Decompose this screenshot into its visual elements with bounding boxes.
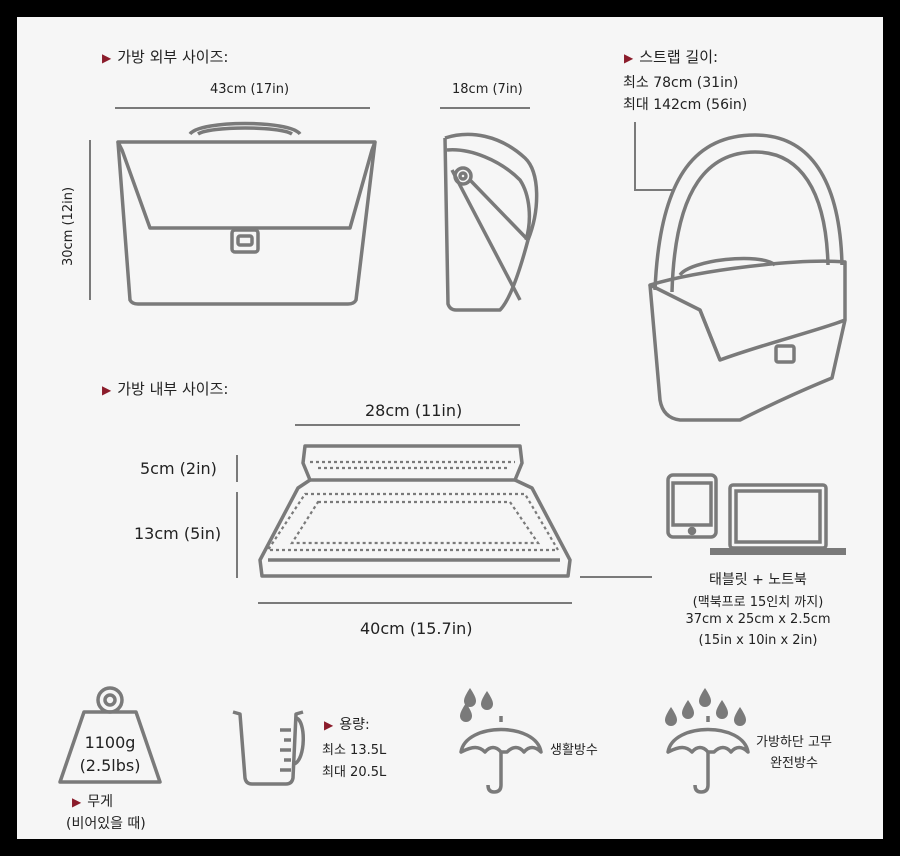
exterior-size-heading: ▶가방 외부 사이즈: [102,48,229,66]
rain-drops-icon [460,688,493,722]
device-fit-line-2: (맥북프로 15인치 까지) [692,595,824,610]
exterior-depth-label: 18cm (7in) [452,82,523,97]
bullet-triangle-icon: ▶ [72,795,82,809]
interior-top-height-label: 5cm (2in) [140,459,217,478]
capacity-min: 최소 13.5L [322,743,387,758]
capacity-max: 최대 20.5L [322,765,387,780]
bag-with-strap-drawing [648,133,847,422]
device-fit-line-3: 37cm x 25cm x 2.5cm [685,612,831,627]
umbrella-icon [459,716,543,794]
measuring-cup-icon [232,710,305,786]
capacity-heading: ▶용량: [324,717,370,733]
weight-value-lbs: (2.5lbs) [79,756,141,775]
tablet-laptop-drawing [666,473,846,555]
interior-bottom-width-label: 40cm (15.7in) [360,619,473,638]
weight-value: 1100g [84,733,136,752]
strap-min-length: 최소 78cm (31in) [623,75,739,91]
bag-front-drawing [116,121,377,306]
weight-heading: ▶무게 [72,794,113,810]
bag-side-drawing [443,132,539,312]
bottom-waterproof-line-2: 완전방수 [770,756,818,771]
bullet-triangle-icon: ▶ [102,383,112,397]
bullet-triangle-icon: ▶ [624,51,634,65]
weight-note: (비어있을 때) [66,816,146,832]
daily-waterproof-label: 생활방수 [550,743,598,758]
interior-tray-drawing [258,444,572,578]
weight-icon [58,686,162,784]
umbrella-icon [666,716,750,794]
rain-drops-icon [665,688,746,726]
interior-top-width-label: 28cm (11in) [365,401,463,420]
strap-max-length: 최대 142cm (56in) [623,97,748,113]
device-fit-line-4: (15in x 10in x 2in) [698,633,818,648]
strap-length-heading: ▶스트랩 길이: [624,48,719,66]
bullet-triangle-icon: ▶ [102,51,112,65]
interior-dimension-lines [236,424,652,604]
bottom-waterproof-line-1: 가방하단 고무 [756,735,832,750]
strap-leader-line [634,122,672,191]
interior-body-height-label: 13cm (5in) [134,524,222,543]
device-fit-line-1: 태블릿 + 노트북 [709,572,807,588]
interior-tray-dotted-lines [265,460,560,552]
exterior-width-label: 43cm (17in) [210,82,290,97]
exterior-dimension-lines [89,107,530,300]
bullet-triangle-icon: ▶ [324,718,334,732]
interior-size-heading: ▶가방 내부 사이즈: [102,380,229,398]
exterior-height-label: 30cm (12in) [61,186,76,266]
